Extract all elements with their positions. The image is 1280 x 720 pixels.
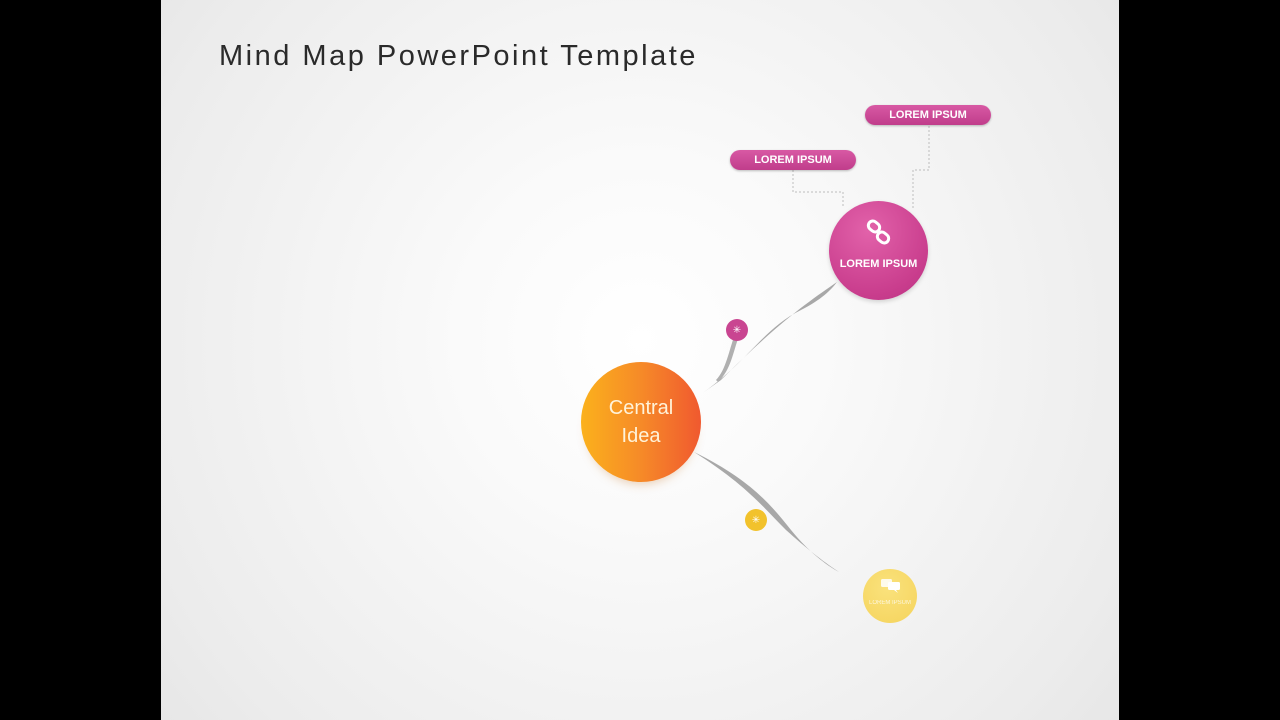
central-line2: Idea <box>621 425 661 447</box>
asterisk-icon: ✳ <box>732 324 742 336</box>
dashed-connector-right <box>912 126 930 210</box>
pink-pill-right[interactable]: LOREM IPSUM <box>865 105 991 125</box>
pink-node[interactable]: LOREM IPSUM <box>829 201 928 300</box>
slide-title: Mind Map PowerPoint Template <box>219 40 698 72</box>
central-line1: Central <box>608 397 674 419</box>
branch-pink-badge-stem <box>716 334 739 382</box>
branch-yellow <box>694 452 839 572</box>
pill-label: LOREM IPSUM <box>889 109 967 121</box>
branch-pink <box>697 282 837 397</box>
yellow-node-label: LOREM IPSUM <box>868 600 911 606</box>
yellow-badge[interactable]: ✳ <box>745 509 767 531</box>
pink-node-label: LOREM IPSUM <box>839 258 918 270</box>
pill-label: LOREM IPSUM <box>754 154 832 166</box>
asterisk-icon: ✳ <box>751 514 761 526</box>
yellow-node[interactable]: LOREM IPSUM <box>863 569 917 623</box>
dashed-connector-left <box>792 170 844 208</box>
connectors <box>694 126 930 572</box>
chat-bubbles-icon <box>881 579 900 593</box>
chain-link-icon <box>866 219 891 245</box>
pink-pill-left[interactable]: LOREM IPSUM <box>730 150 856 170</box>
pink-badge[interactable]: ✳ <box>726 319 748 341</box>
